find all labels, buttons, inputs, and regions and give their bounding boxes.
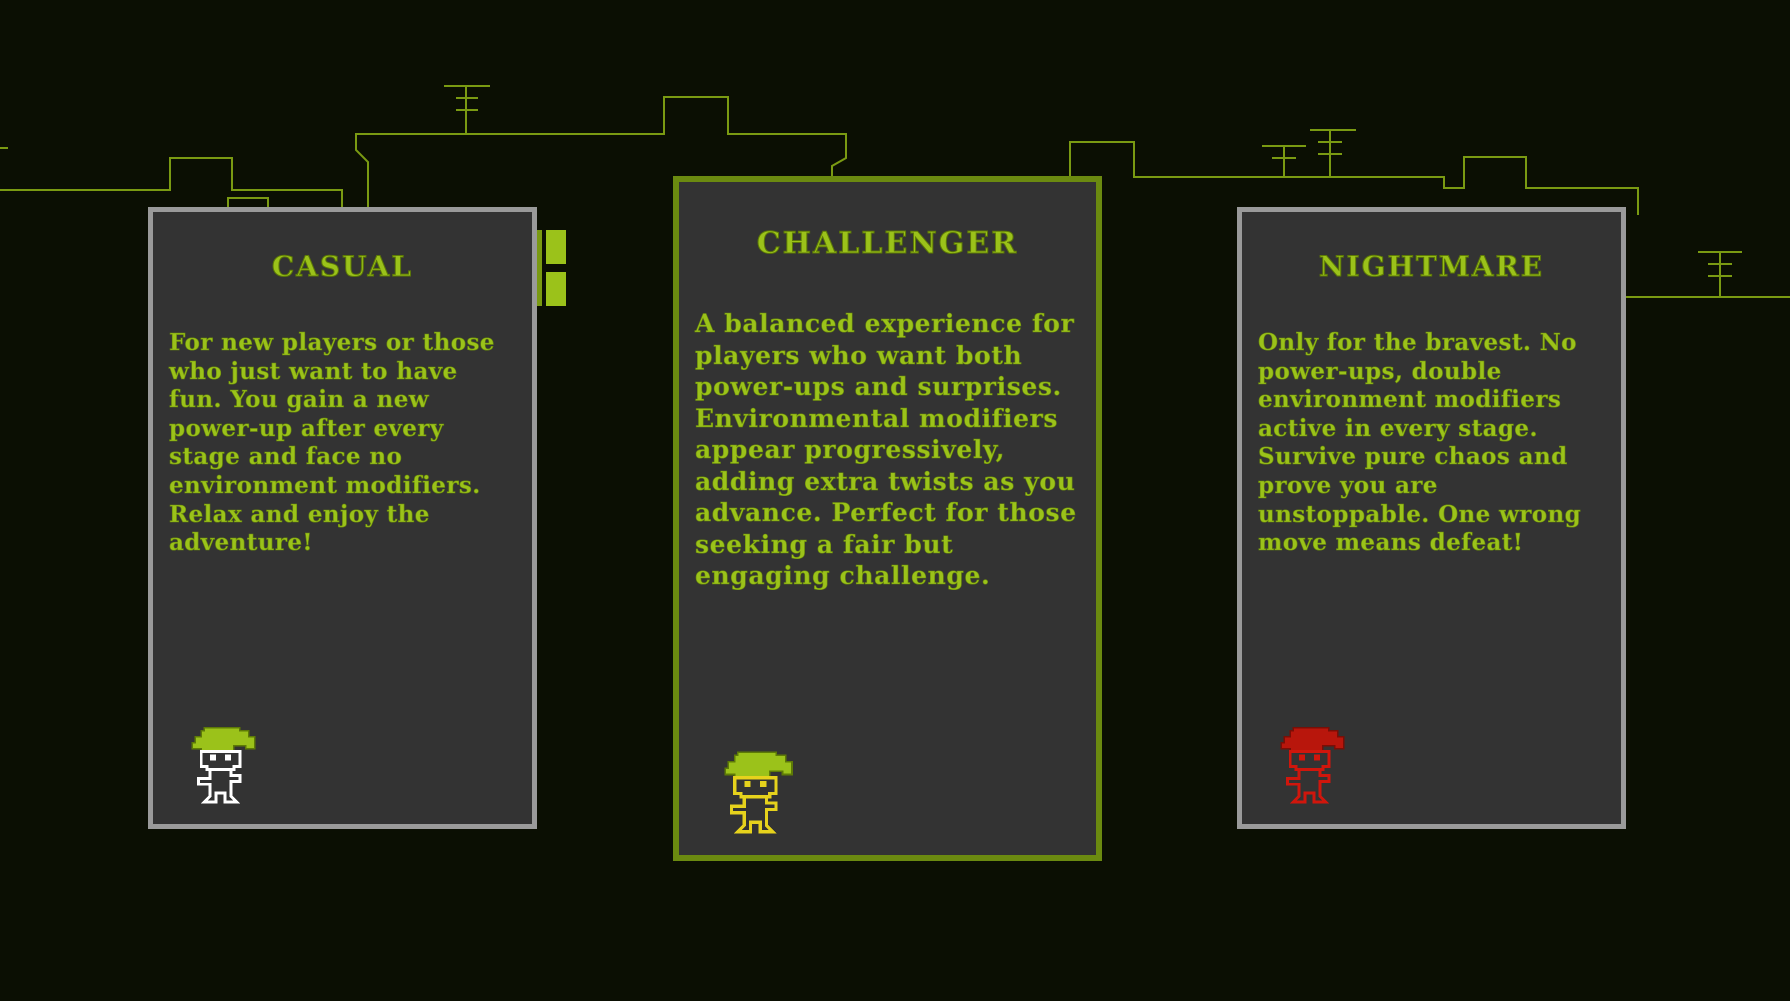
difficulty-description: Only for the bravest. No power-ups, doub… — [1258, 329, 1582, 557]
difficulty-card-nightmare[interactable]: NIGHTMARE Only for the bravest. No power… — [1237, 207, 1626, 829]
difficulty-title: CASUAL — [271, 250, 414, 284]
difficulty-card-casual[interactable]: CASUAL For new players or those who just… — [148, 207, 537, 829]
difficulty-title: CHALLENGER — [756, 226, 1019, 262]
difficulty-description: For new players or those who just want t… — [169, 329, 495, 557]
character-icon — [724, 751, 793, 834]
difficulty-card-challenger[interactable]: CHALLENGER A balanced experience for pla… — [673, 176, 1102, 861]
difficulty-description: A balanced experience for players who wa… — [695, 309, 1077, 591]
difficulty-title: NIGHTMARE — [1318, 250, 1545, 284]
side-ornament-icon — [534, 230, 566, 306]
character-icon — [1280, 727, 1345, 804]
character-icon — [191, 727, 256, 804]
